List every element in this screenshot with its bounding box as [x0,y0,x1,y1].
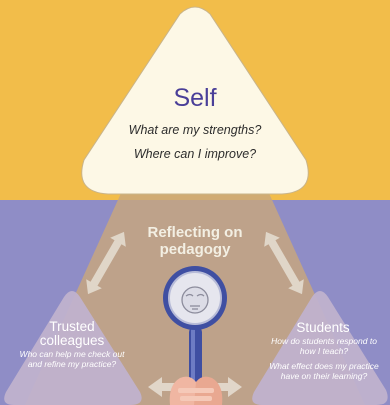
double-arrow-icon [264,231,304,295]
trusted-colleagues-question: Who can help me check out and refine my … [19,349,125,369]
self-question-improve: Where can I improve? [133,147,257,161]
self-title: Self [173,84,217,112]
self-question-strengths: What are my strengths? [128,123,262,137]
face-icon [181,286,209,314]
students-card [252,291,388,405]
self-card [81,6,309,195]
double-arrow-icon [86,231,126,295]
central-triangle [25,30,365,405]
students-question-effect: What effect does my practice have on the… [269,361,379,381]
center-label: Reflecting on pedagogy [147,224,243,258]
hands-icon [169,376,223,405]
trusted-colleagues-card [4,291,142,405]
students-question-respond: How do students respond to how I teach? [271,336,377,356]
trusted-colleagues-title: Trusted colleagues [39,319,105,348]
students-title: Students [296,320,350,335]
